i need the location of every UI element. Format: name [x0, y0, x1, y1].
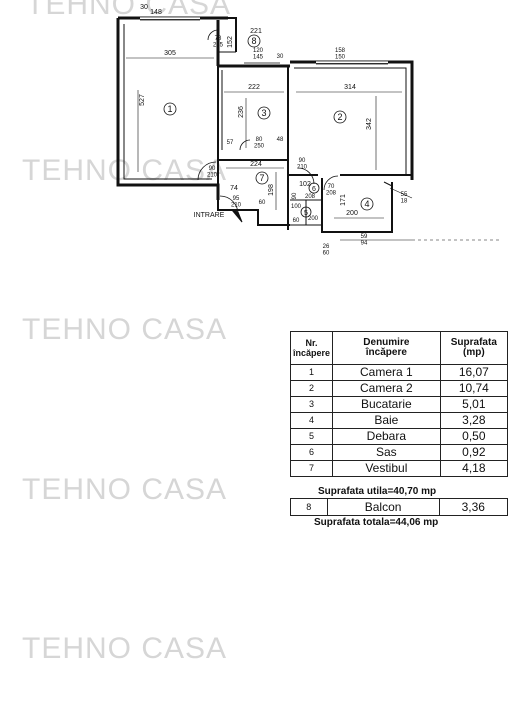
row-nr: 8 — [290, 498, 328, 516]
table-header-row: Nr. încăpere Denumire încăpere Suprafata… — [289, 331, 509, 365]
table-row: 6 Sas 0,92 — [289, 444, 509, 461]
row-name: Bucatarie — [332, 396, 441, 413]
dim-small-208: 208 — [305, 194, 316, 200]
row-nr: 4 — [289, 412, 334, 429]
rooms-table: Nr. încăpere Denumire încăpere Suprafata… — [289, 331, 509, 477]
header-name: Denumire încăpere — [332, 331, 441, 365]
row-nr: 1 — [289, 364, 334, 381]
row-area: 5,01 — [439, 396, 509, 413]
dim-window-kitchen-side: 30 — [277, 54, 284, 60]
watermark: TEHNO CASA — [22, 313, 228, 346]
dim-balcony-width: 221 — [250, 28, 262, 35]
room-number-2: 2 — [337, 112, 342, 122]
room-number-6: 6 — [312, 186, 316, 193]
dim-vestibul-74: 74 — [230, 185, 238, 192]
dim-kitchen-right: 48 — [277, 137, 284, 143]
grand-area-total: Suprafata totala=44,06 mp — [314, 517, 439, 528]
row-name: Camera 1 — [332, 364, 441, 381]
dim-room4-height: 171 — [340, 194, 347, 206]
room-number-1: 1 — [167, 104, 172, 114]
row-name: Balcon — [326, 498, 440, 516]
room-number-3: 3 — [261, 108, 266, 118]
row-area: 0,92 — [439, 444, 509, 461]
watermark: TEHNO CASA — [22, 632, 228, 665]
dim-room2-height: 342 — [366, 118, 373, 130]
table-row: 5 Debara 0,50 — [289, 428, 509, 445]
dim-room4-width: 200 — [346, 210, 358, 217]
dim-room2-width: 314 — [344, 84, 356, 91]
dim-room3-width: 222 — [248, 84, 260, 91]
room-number-7: 7 — [259, 173, 264, 183]
row-name: Vestibul — [332, 460, 441, 477]
row-nr: 6 — [289, 444, 334, 461]
row-area: 10,74 — [439, 380, 509, 397]
dim-small-90: 90 — [292, 192, 298, 199]
dim-room1-width: 305 — [164, 50, 176, 57]
useful-area-total: Suprafata utila=40,70 mp — [318, 486, 437, 497]
row-name: Debara — [332, 428, 441, 445]
row-name: Sas — [332, 444, 441, 461]
floor-plan: 1 2 3 4 5 6 7 8 305 527 314 342 222 236 … — [116, 4, 500, 256]
row-area: 16,07 — [439, 364, 509, 381]
dim-room7-height: 198 — [268, 184, 275, 196]
dim-room3-height: 236 — [238, 106, 245, 118]
table-row: 4 Baie 3,28 — [289, 412, 509, 429]
table-row: 2 Camera 2 10,74 — [289, 380, 509, 397]
header-area: Suprafata (mp) — [439, 331, 509, 365]
entrance-label: INTRARE — [194, 212, 225, 219]
dim-small-100: 100 — [291, 204, 302, 210]
header-nr: Nr. încăpere — [289, 331, 334, 365]
row-area: 3,28 — [439, 412, 509, 429]
table-row: 7 Vestibul 4,18 — [289, 460, 509, 477]
dim-top-window: 148 — [150, 9, 162, 16]
room-number-8: 8 — [251, 36, 256, 46]
row-area: 4,18 — [439, 460, 509, 477]
balcony-table: 8 Balcon 3,36 — [290, 498, 509, 516]
row-area: 3,36 — [438, 498, 509, 516]
row-nr: 2 — [289, 380, 334, 397]
dim-room6-height: 102 — [299, 181, 311, 188]
row-name: Camera 2 — [332, 380, 441, 397]
row-area: 0,50 — [439, 428, 509, 445]
dim-room7-width: 224 — [250, 161, 262, 168]
dim-top-small: 30 — [140, 4, 148, 11]
dim-balcony-depth: 152 — [227, 36, 234, 48]
watermark: TEHNO CASA — [22, 473, 228, 506]
dim-room1-height: 527 — [139, 94, 146, 106]
row-nr: 3 — [289, 396, 334, 413]
dim-debara-200: 200 — [308, 216, 319, 222]
table-row: 1 Camera 1 16,07 — [289, 364, 509, 381]
dim-small-60: 60 — [259, 200, 266, 206]
dim-debara-60: 60 — [293, 218, 300, 224]
table-row: 3 Bucatarie 5,01 — [289, 396, 509, 413]
row-nr: 7 — [289, 460, 334, 477]
row-name: Baie — [332, 412, 441, 429]
room-number-4: 4 — [364, 199, 369, 209]
dim-kitchen-small: 57 — [227, 140, 234, 146]
room-number-5: 5 — [304, 210, 308, 217]
watermark: TEHNO CASA — [26, 0, 232, 21]
row-nr: 5 — [289, 428, 334, 445]
table-row: 8 Balcon 3,36 — [290, 498, 509, 516]
